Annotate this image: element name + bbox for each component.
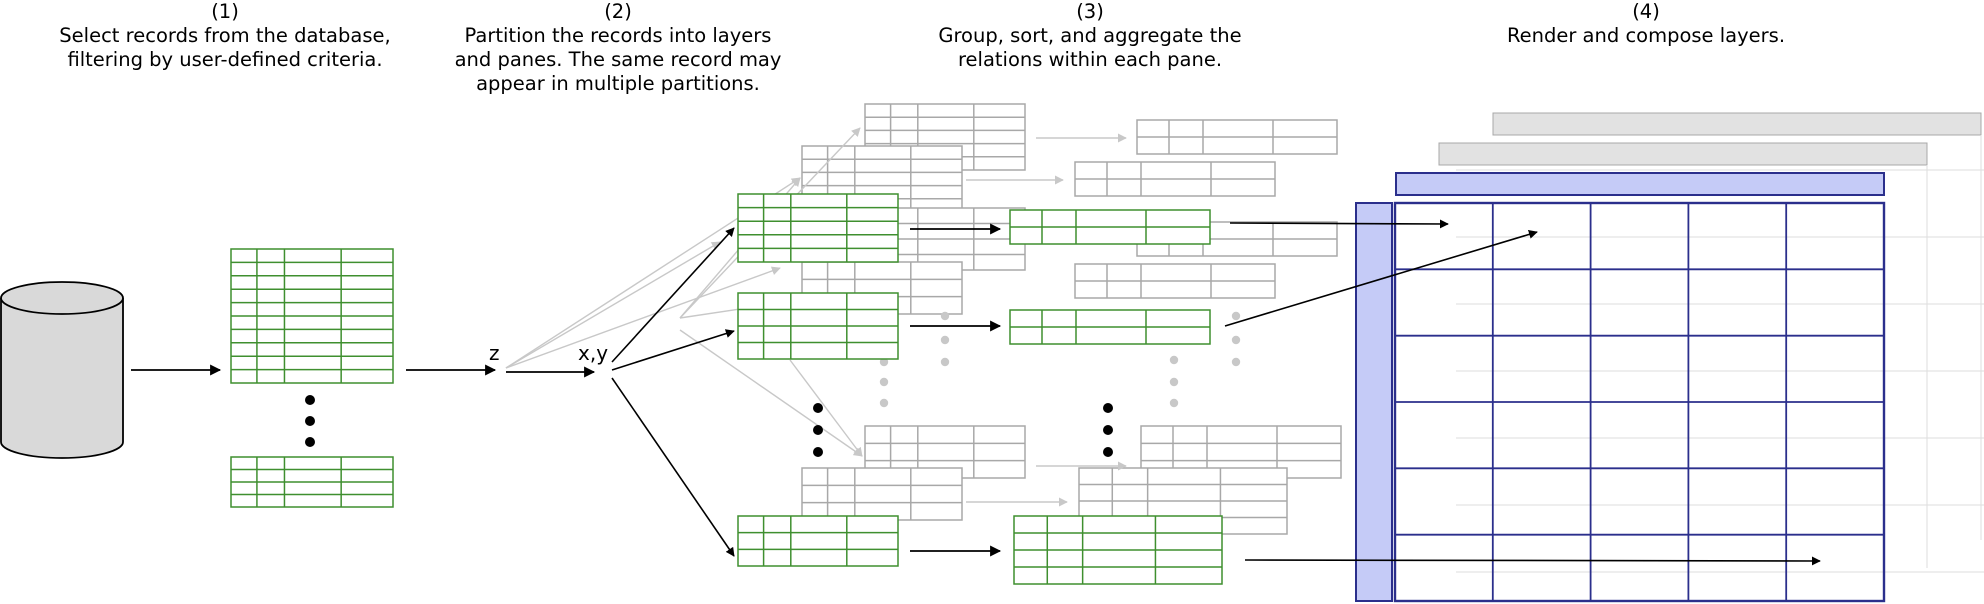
ellipsis-dot <box>1103 447 1113 457</box>
step-1-number: (1) <box>211 0 239 23</box>
ellipsis-dot <box>1169 398 1179 408</box>
background-record-table <box>801 467 963 521</box>
step-3-line-2: relations within each pane. <box>957 48 1223 71</box>
ellipsis-dot <box>1103 403 1113 413</box>
selected-records-table-last <box>230 456 394 508</box>
ellipsis-dot <box>940 335 950 345</box>
ellipsis-dot <box>305 437 315 447</box>
ellipsis-dot <box>879 357 889 367</box>
background-flow-arrow <box>505 266 781 369</box>
ellipsis-dot <box>879 398 889 408</box>
ellipsis-dot <box>1231 335 1241 345</box>
ellipsis-dot <box>813 447 823 457</box>
row-header-bar <box>1355 202 1393 602</box>
rendered-pane-grid <box>1355 172 1886 603</box>
ellipsis-dot <box>879 377 889 387</box>
middle-layer <box>611 193 1223 585</box>
table-border <box>801 467 963 521</box>
partition-table <box>737 292 899 360</box>
background-aggregate-table <box>1074 263 1276 299</box>
z-axis-label: z <box>489 341 500 365</box>
front-layer <box>0 172 1886 603</box>
back-layer-header <box>1492 112 1982 136</box>
background-flow-arrow <box>679 329 863 457</box>
ellipsis-dot <box>1231 357 1241 367</box>
step-4-number: (4) <box>1632 0 1660 23</box>
background-aggregate-table <box>1136 119 1338 155</box>
aggregated-table <box>1009 209 1211 245</box>
background-flow-arrow <box>505 241 721 369</box>
background-aggregate-table <box>1074 161 1276 197</box>
partition-table <box>737 515 899 567</box>
step-1-caption: (1) Select records from the database, fi… <box>0 0 450 72</box>
step-1-line-2: filtering by user-defined criteria. <box>67 48 383 71</box>
table-border <box>737 193 899 263</box>
mid-layer-header <box>1438 142 1928 166</box>
ellipsis-dot <box>305 416 315 426</box>
ellipsis-dot <box>940 311 950 321</box>
step-2-number: (2) <box>604 0 632 23</box>
back-layer-grid <box>1456 135 1984 573</box>
render-arrow <box>1224 230 1538 327</box>
partition-arrow <box>611 329 735 371</box>
partition-table <box>737 193 899 263</box>
step-2-caption: (2) Partition the records into layers an… <box>418 0 818 96</box>
step-3-number: (3) <box>1076 0 1104 23</box>
database-cylinder <box>0 281 124 459</box>
partition-arrow <box>611 377 735 557</box>
xy-axis-label: x,y <box>578 341 608 365</box>
database-top <box>0 281 124 315</box>
render-arrow <box>1244 556 1821 566</box>
step-4-line-1: Render and compose layers. <box>1506 24 1786 47</box>
column-header-bar <box>1395 172 1885 196</box>
selected-records-table <box>230 248 394 384</box>
step-1-line-1: Select records from the database, <box>59 24 391 47</box>
render-arrow <box>1229 219 1449 229</box>
step-4-caption: (4) Render and compose layers. <box>1446 0 1846 48</box>
step-2-line-3: appear in multiple partitions. <box>476 72 760 95</box>
step-3-line-1: Group, sort, and aggregate the <box>938 24 1242 47</box>
aggregated-table <box>1009 309 1211 345</box>
step-3-caption: (3) Group, sort, and aggregate the relat… <box>890 0 1290 72</box>
ellipsis-dot <box>940 357 950 367</box>
database-body <box>0 298 124 459</box>
ellipsis-dot <box>1169 377 1179 387</box>
ellipsis-dot <box>1231 311 1241 321</box>
ellipsis-dot <box>1103 425 1113 435</box>
aggregated-table <box>1013 515 1223 585</box>
ellipsis-dot <box>813 425 823 435</box>
background-flow-arrow <box>789 359 863 457</box>
partition-arrow <box>611 227 735 363</box>
table-border <box>737 515 899 567</box>
step-2-line-1: Partition the records into layers <box>464 24 772 47</box>
ellipsis-dot <box>305 395 315 405</box>
step-2-line-2: and panes. The same record may <box>454 48 782 71</box>
ellipsis-dot <box>1169 355 1179 365</box>
ellipsis-dot <box>813 403 823 413</box>
